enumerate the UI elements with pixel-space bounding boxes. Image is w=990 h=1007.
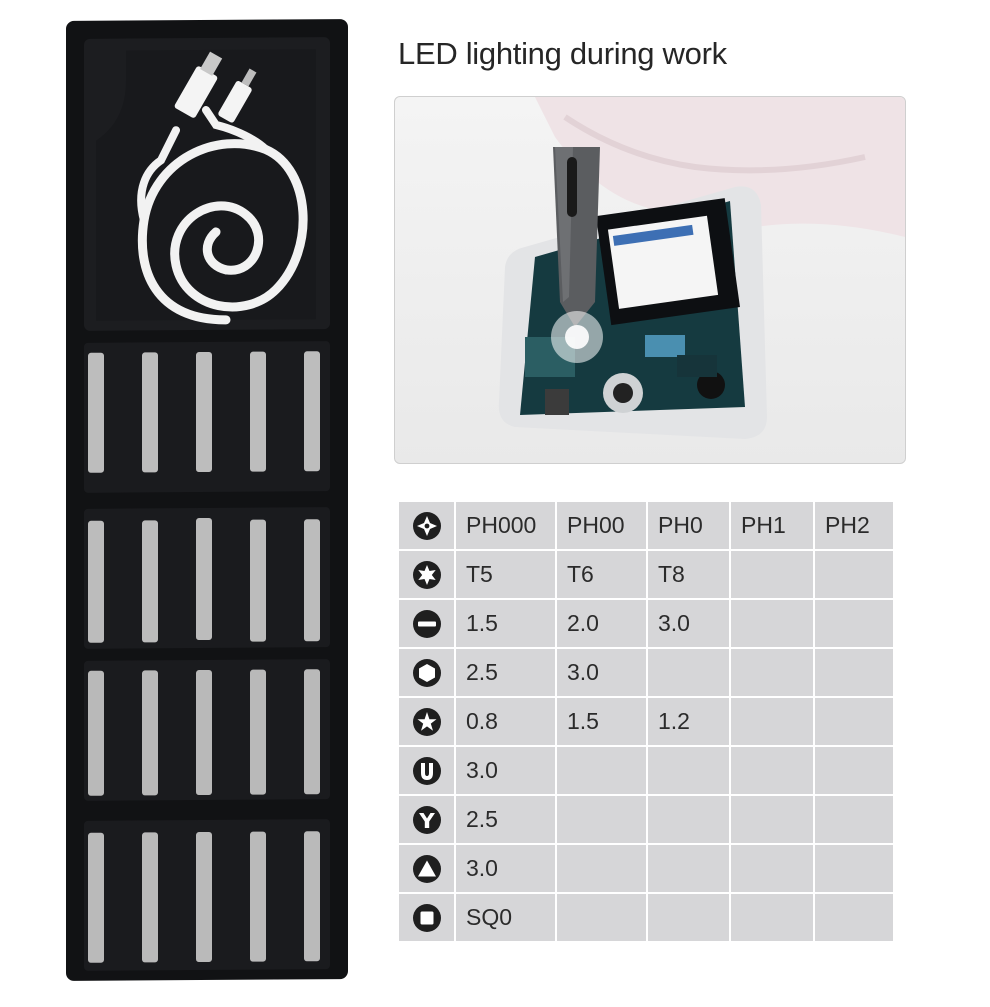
u-bit-icon bbox=[399, 747, 454, 794]
usb-cable bbox=[137, 106, 308, 325]
spec-cell bbox=[731, 747, 813, 794]
spec-cell bbox=[731, 649, 813, 696]
triangle-bit-icon bbox=[412, 854, 441, 883]
pentalobe-bit-icon bbox=[399, 698, 454, 745]
tray-drawing bbox=[84, 37, 330, 971]
spec-cell bbox=[557, 894, 646, 941]
spec-cell bbox=[731, 551, 813, 598]
phillips-bit-icon bbox=[412, 511, 441, 540]
spec-cell: PH00 bbox=[557, 502, 646, 549]
micro-usb-connector bbox=[218, 81, 252, 123]
spec-row: SQ0 bbox=[399, 894, 893, 941]
bit-tray-image bbox=[66, 19, 348, 981]
spec-cell bbox=[557, 747, 646, 794]
slotted-bit-icon bbox=[399, 600, 454, 647]
triangle-bit-icon bbox=[399, 845, 454, 892]
bit-row-2 bbox=[84, 507, 330, 649]
square-bit-icon bbox=[412, 903, 441, 932]
y-bit-icon bbox=[412, 805, 441, 834]
spec-cell: 1.2 bbox=[648, 698, 729, 745]
spec-cell: 2.5 bbox=[456, 796, 555, 843]
spec-cell bbox=[648, 796, 729, 843]
bit-row-1 bbox=[84, 341, 330, 493]
spec-cell bbox=[557, 845, 646, 892]
pentalobe-bit-icon bbox=[412, 707, 441, 736]
spec-cell: SQ0 bbox=[456, 894, 555, 941]
spec-cell: 3.0 bbox=[648, 600, 729, 647]
bit-row-4 bbox=[84, 819, 330, 971]
spec-cell: 3.0 bbox=[456, 845, 555, 892]
headline: LED lighting during work bbox=[398, 36, 727, 71]
spec-cell bbox=[731, 796, 813, 843]
spec-cell bbox=[815, 649, 893, 696]
spec-cell: 0.8 bbox=[456, 698, 555, 745]
photo-drawing bbox=[498, 97, 905, 439]
spec-cell bbox=[815, 551, 893, 598]
spec-cell bbox=[557, 796, 646, 843]
square-bit-icon bbox=[399, 894, 454, 941]
spec-cell bbox=[648, 845, 729, 892]
led-work-photo bbox=[394, 96, 906, 464]
hex-bit-icon bbox=[399, 649, 454, 696]
spec-cell bbox=[815, 845, 893, 892]
spec-row: 3.0 bbox=[399, 747, 893, 794]
spec-cell bbox=[815, 747, 893, 794]
spec-cell bbox=[648, 747, 729, 794]
spec-cell: T5 bbox=[456, 551, 555, 598]
spec-cell bbox=[731, 894, 813, 941]
spec-cell bbox=[815, 600, 893, 647]
torx-bit-icon bbox=[399, 551, 454, 598]
y-bit-icon bbox=[399, 796, 454, 843]
spec-cell: PH1 bbox=[731, 502, 813, 549]
spec-cell bbox=[815, 698, 893, 745]
bit-row-3 bbox=[84, 659, 330, 801]
spec-row: 2.5 bbox=[399, 796, 893, 843]
spec-cell: 1.5 bbox=[456, 600, 555, 647]
spec-cell: T8 bbox=[648, 551, 729, 598]
spec-cell: PH000 bbox=[456, 502, 555, 549]
torx-bit-icon bbox=[412, 560, 441, 589]
spec-cell bbox=[731, 600, 813, 647]
spec-cell: PH0 bbox=[648, 502, 729, 549]
spec-row: 3.0 bbox=[399, 845, 893, 892]
spec-cell bbox=[648, 649, 729, 696]
hex-bit-icon bbox=[412, 658, 441, 687]
spec-cell: PH2 bbox=[815, 502, 893, 549]
spec-cell bbox=[731, 845, 813, 892]
usb-a-connector bbox=[174, 66, 218, 118]
spec-cell bbox=[731, 698, 813, 745]
spec-cell bbox=[648, 894, 729, 941]
spec-cell: 3.0 bbox=[557, 649, 646, 696]
spec-cell bbox=[815, 796, 893, 843]
spec-cell: 2.0 bbox=[557, 600, 646, 647]
spec-cell bbox=[815, 894, 893, 941]
spec-cell: 1.5 bbox=[557, 698, 646, 745]
u-bit-icon bbox=[412, 756, 441, 785]
phillips-bit-icon bbox=[399, 502, 454, 549]
spec-cell: T6 bbox=[557, 551, 646, 598]
spec-cell: 2.5 bbox=[456, 649, 555, 696]
spec-cell: 3.0 bbox=[456, 747, 555, 794]
slotted-bit-icon bbox=[412, 609, 441, 638]
